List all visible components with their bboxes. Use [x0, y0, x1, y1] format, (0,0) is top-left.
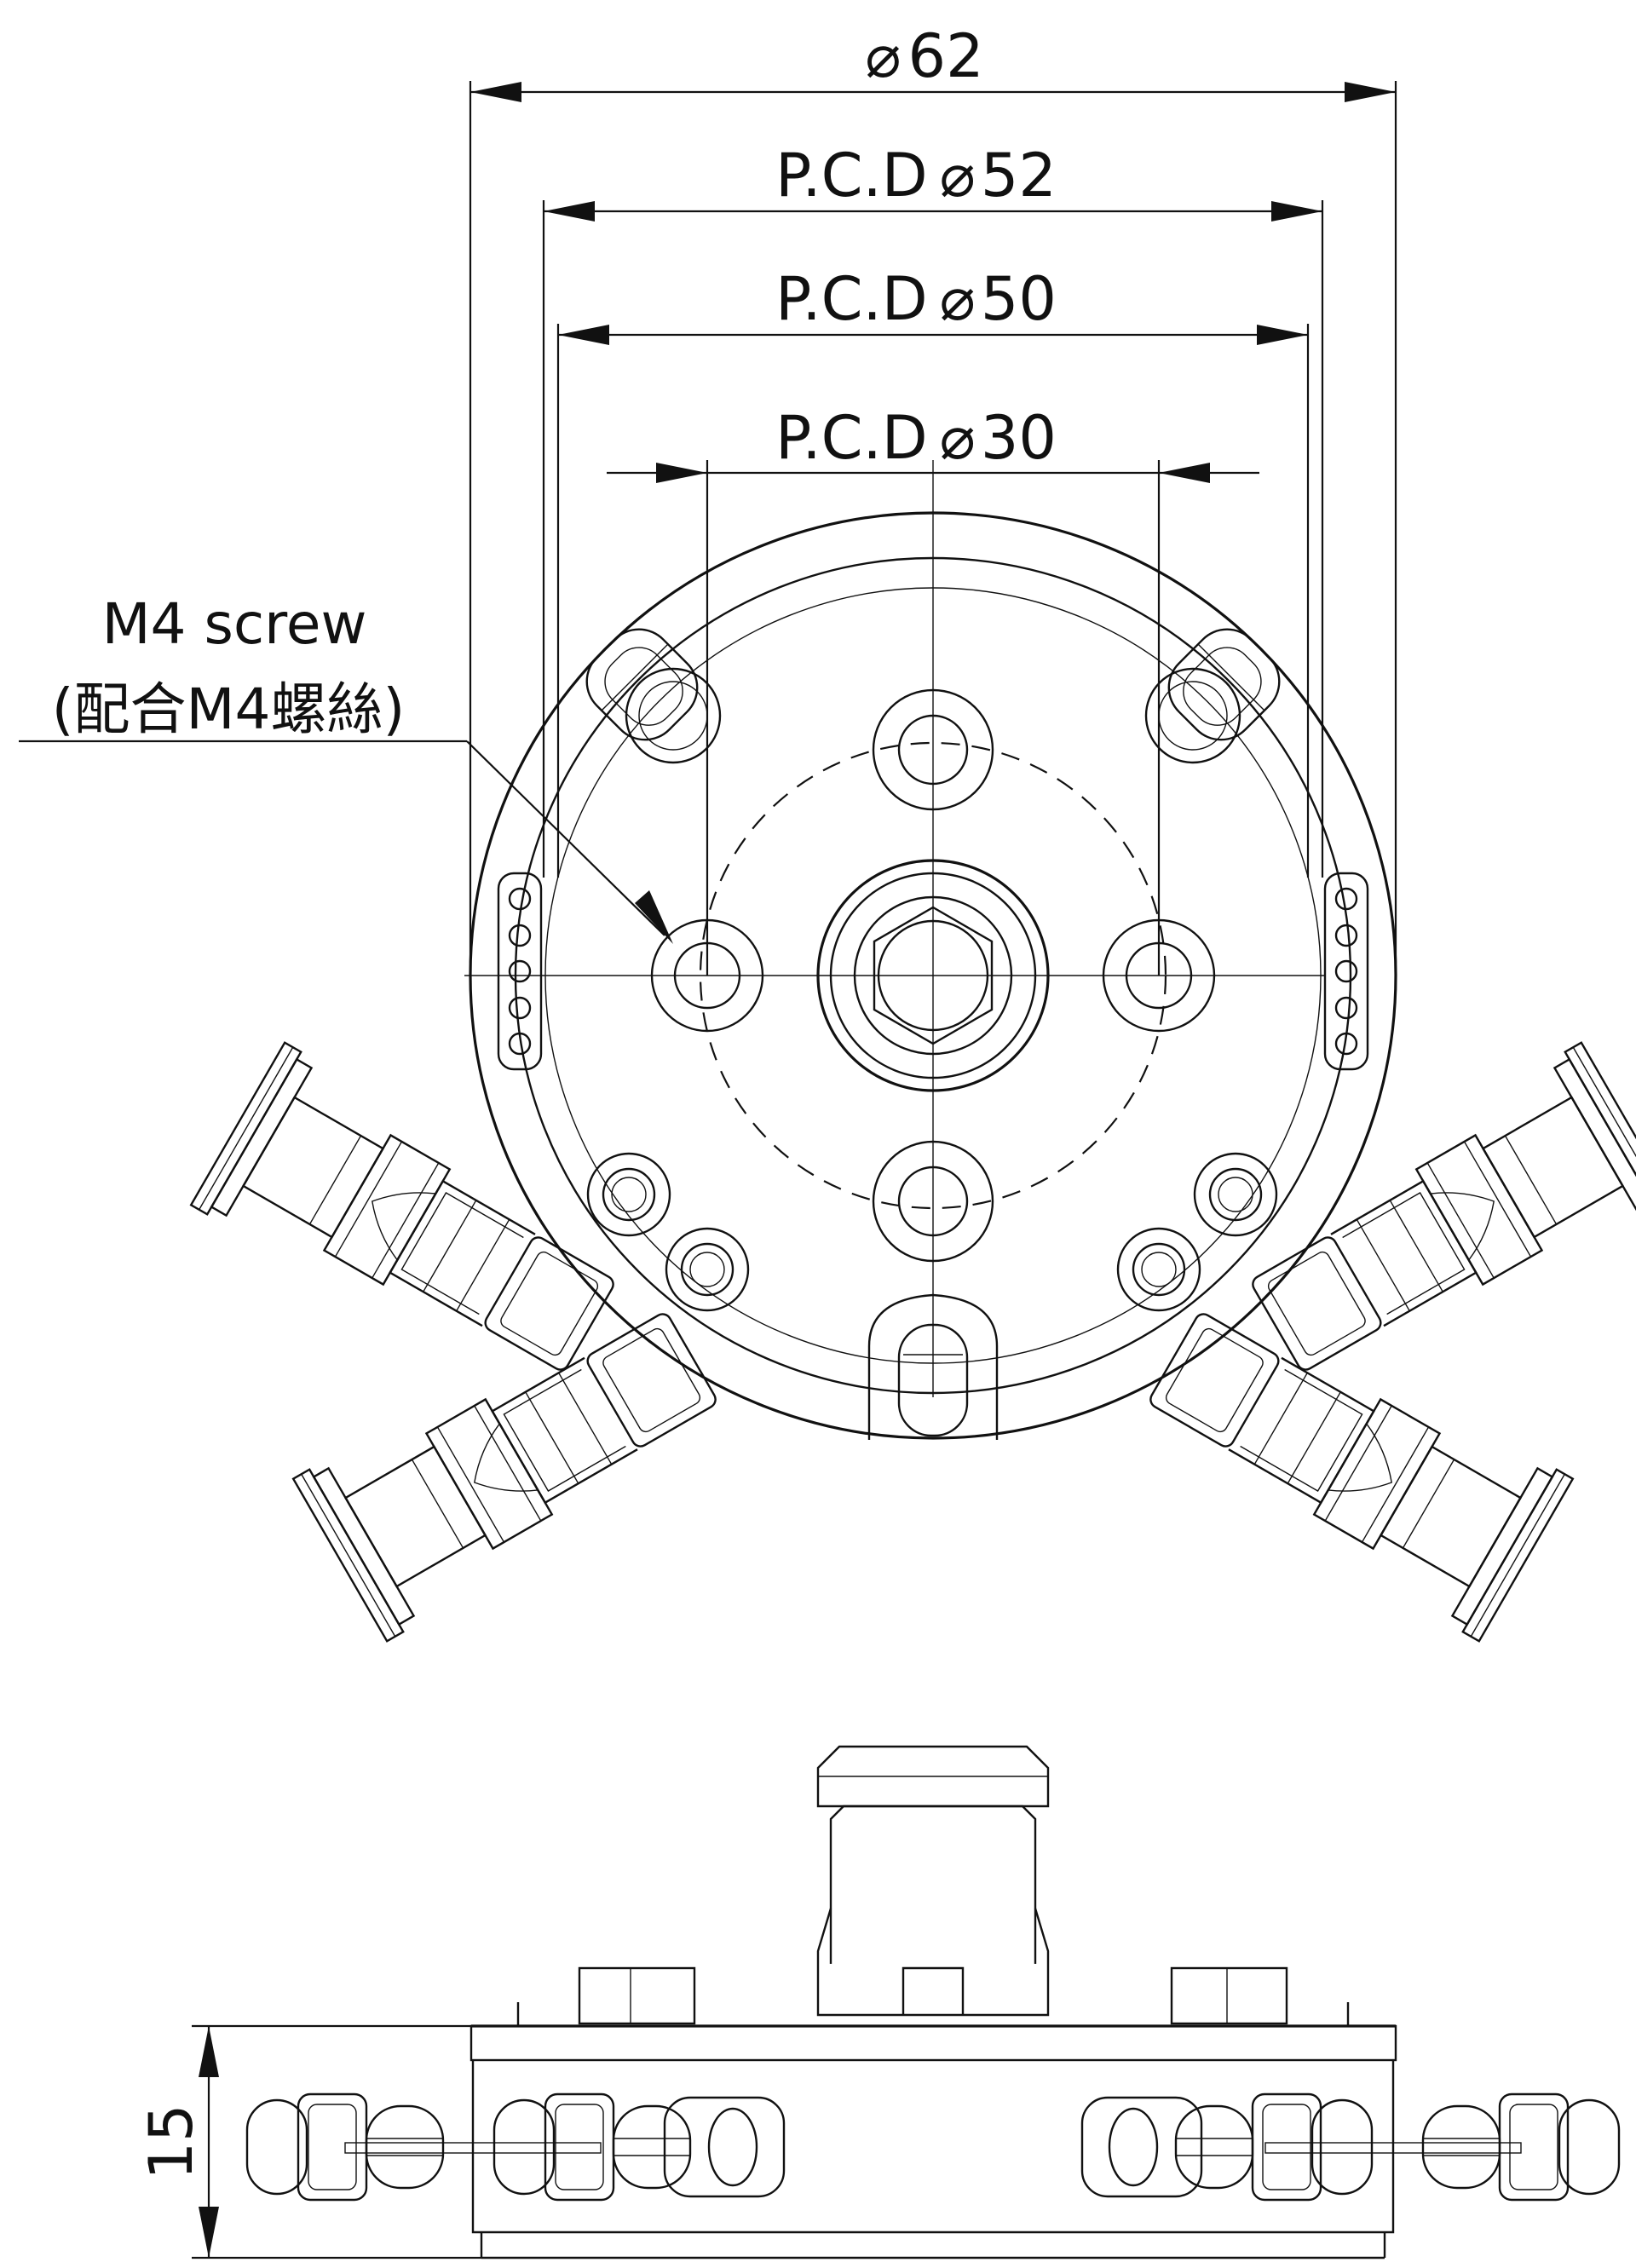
- callout-line-1: M4 screw: [102, 591, 367, 657]
- m4-screw-callout: M4 screw (配合M4螺絲): [19, 591, 673, 944]
- dimension-outer-diameter: ⌀62: [469, 21, 1397, 963]
- outer-diameter-label: ⌀62: [865, 21, 983, 91]
- callout-line-2: (配合M4螺絲): [52, 676, 405, 742]
- height-label: 15: [136, 2104, 206, 2179]
- dimension-pcd-50: P.C.D⌀50: [556, 264, 1310, 878]
- pcd-52-label: P.C.D⌀52: [775, 141, 1057, 210]
- dimension-pcd-52: P.C.D⌀52: [542, 141, 1324, 878]
- side-view: 15: [136, 1745, 1621, 2259]
- fitting-lower-left: [291, 1275, 740, 1643]
- top-view: [189, 460, 1636, 1643]
- fitting-upper-left: [189, 1041, 638, 1409]
- pcd-30-label: P.C.D⌀30: [775, 403, 1057, 473]
- dimension-pcd-30: P.C.D⌀30: [607, 403, 1259, 976]
- pcd-50-label: P.C.D⌀50: [775, 264, 1057, 334]
- fitting-upper-right: [1228, 1041, 1636, 1409]
- fitting-lower-right: [1126, 1275, 1575, 1643]
